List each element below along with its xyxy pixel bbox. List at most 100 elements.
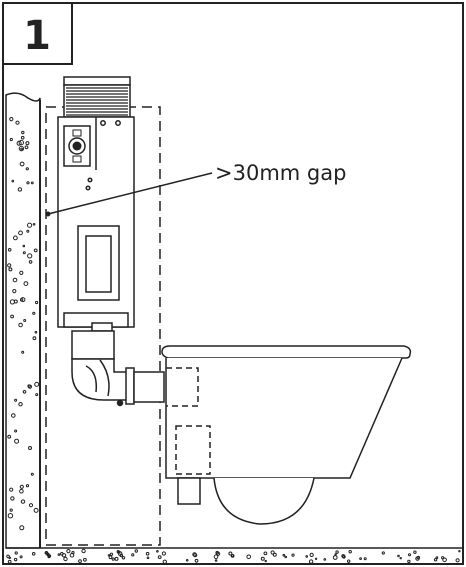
speckle [415, 556, 420, 561]
speckle [314, 557, 318, 560]
speckle [308, 559, 314, 564]
speckle [11, 413, 16, 418]
speckle [9, 508, 13, 512]
speckle [397, 554, 400, 558]
speckle [27, 222, 33, 228]
speckle [117, 551, 123, 556]
speckle [26, 229, 30, 233]
speckle [57, 553, 61, 556]
speckle [19, 484, 24, 489]
speckle [263, 551, 268, 556]
speckle [228, 551, 233, 556]
speckle [9, 137, 13, 142]
wall-speckle [7, 117, 40, 531]
speckle [194, 558, 199, 563]
speckle [10, 496, 15, 501]
speckle [32, 311, 36, 315]
speckle [134, 549, 139, 553]
speckle [193, 553, 198, 558]
speckle [458, 550, 461, 553]
gap-callout: >30mm gap [215, 161, 346, 185]
speckle [264, 559, 267, 563]
speckle [34, 330, 38, 334]
speckle [33, 248, 38, 253]
speckle [145, 551, 150, 556]
wall-section [5, 92, 41, 549]
speckle [12, 277, 18, 283]
speckle [13, 557, 18, 562]
speckle [24, 145, 29, 150]
speckle [71, 551, 75, 555]
speckle [214, 559, 218, 562]
step-number: 1 [23, 13, 51, 59]
speckle [230, 554, 235, 558]
speckle [34, 381, 40, 387]
speckle [22, 251, 26, 255]
speckle [19, 298, 24, 302]
speckle [282, 553, 286, 557]
speckle [18, 322, 23, 328]
speckle [10, 314, 15, 319]
speckle [455, 558, 460, 563]
speckle [48, 555, 52, 558]
speckle [334, 553, 337, 556]
speckle [9, 299, 15, 305]
speckle [7, 434, 12, 439]
speckle [28, 446, 32, 450]
speckle [25, 484, 30, 488]
speckle [284, 555, 288, 559]
speckle [270, 550, 275, 555]
speckle [416, 555, 420, 560]
valve-icon [68, 129, 86, 163]
speckle [108, 555, 113, 560]
speckle [381, 551, 385, 555]
recess-outline [45, 106, 161, 546]
elbow-pipe [71, 330, 165, 407]
speckle [23, 319, 27, 322]
speckle [413, 550, 417, 554]
callout-leader [47, 172, 213, 215]
speckle [21, 130, 25, 135]
speckle [22, 244, 26, 248]
speckle [21, 350, 25, 354]
speckle [6, 554, 10, 559]
speckle [14, 438, 20, 444]
speckle [20, 135, 25, 140]
speckle [20, 499, 26, 504]
speckle [19, 555, 23, 559]
speckle [146, 556, 150, 560]
speckle [25, 167, 29, 171]
speckle [18, 230, 23, 236]
speckle [8, 267, 13, 272]
speckle [407, 559, 411, 564]
step-badge: 1 [2, 2, 73, 65]
speckle [162, 559, 168, 564]
speckle [272, 552, 277, 557]
speckle [408, 553, 411, 557]
speckle [14, 398, 18, 402]
speckle [342, 555, 346, 559]
speckle [131, 553, 135, 557]
speckle [7, 513, 14, 519]
speckle [348, 550, 352, 554]
speckle [7, 559, 12, 564]
speckle [335, 550, 339, 554]
speckle [27, 384, 31, 388]
speckle [359, 557, 363, 560]
speckle [19, 270, 24, 275]
speckle [185, 559, 189, 562]
grille-lines [66, 87, 128, 116]
speckle [305, 555, 309, 558]
speckle [32, 336, 37, 341]
speckle [156, 550, 159, 553]
floor-speckle [6, 548, 461, 564]
speckle [60, 552, 64, 556]
speckle [19, 525, 25, 531]
speckle [260, 556, 265, 561]
speckle [109, 552, 114, 556]
speckle [32, 223, 36, 226]
speckle [27, 253, 33, 259]
speckle [28, 503, 34, 508]
speckle [7, 248, 12, 252]
